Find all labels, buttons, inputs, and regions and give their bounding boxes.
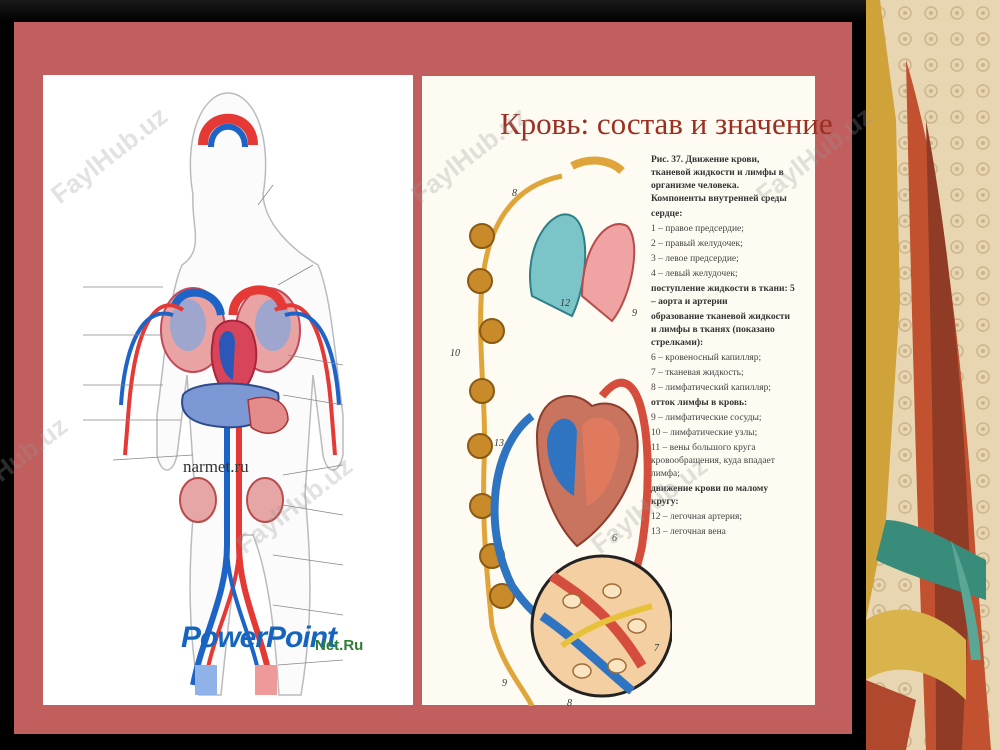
caption-line: 1 – правое предсердие; (651, 224, 744, 234)
diagram-number: 6 (612, 533, 617, 544)
circulatory-system-image: narmet.ru PowerPoint Net.Ru (43, 75, 413, 705)
diagram-number: 13 (494, 438, 504, 449)
decorative-border (866, 0, 1000, 750)
figure-caption: Рис. 37. Движение крови, тканевой жидкос… (651, 154, 796, 541)
diagram-number: 9 (502, 678, 507, 689)
caption-line: 3 – левое предсердие; (651, 254, 739, 264)
caption-line: 9 – лимфатические сосуды; (651, 413, 762, 423)
diagram-number: 7 (654, 643, 660, 654)
caption-line: 10 – лимфатические узлы; (651, 428, 758, 438)
brand-suffix: Net.Ru (315, 637, 364, 654)
caption-line: 6 – кровеносный капилляр; (651, 353, 762, 363)
caption-line: сердце: (651, 209, 683, 219)
caption-line: движение крови по малому кругу: (651, 484, 769, 507)
caption-line: 7 – тканевая жидкость; (651, 368, 744, 378)
diagram-number: 10 (450, 348, 460, 359)
caption-line: Рис. 37. Движение крови, тканевой жидкос… (651, 155, 787, 204)
caption-line: 11 – вены большого круга кровообращения,… (651, 443, 775, 479)
diagram-number: 9 (632, 308, 637, 319)
body-diagram (83, 92, 344, 696)
caption-line: образование тканевой жидкости и лимфы в … (651, 312, 790, 348)
lymph-diagram: 8 10 12 9 13 6 7 8 9 (450, 156, 672, 706)
caption-line: поступление жидкости в ткани: 5 – аорта … (651, 284, 795, 307)
caption-line: 8 – лимфатический капилляр; (651, 383, 772, 393)
top-bar (0, 0, 1000, 22)
caption-line: 13 – легочная вена (651, 527, 726, 537)
site-label: narmet.ru (183, 457, 249, 476)
decorative-pattern (866, 0, 1000, 750)
diagram-number: 8 (567, 698, 572, 706)
diagram-number: 8 (512, 188, 517, 199)
brand-logo: PowerPoint (181, 621, 337, 654)
caption-line: 12 – легочная артерия; (651, 512, 742, 522)
diagram-number: 12 (560, 298, 570, 309)
slide-title: Кровь: состав и значение (500, 106, 833, 141)
blood-composition-image: Кровь: состав и значение (422, 76, 833, 706)
caption-line: 2 – правый желудочек; (651, 239, 743, 249)
caption-line: 4 – левый желудочек; (651, 269, 738, 279)
caption-line: отток лимфы в кровь: (651, 398, 748, 408)
